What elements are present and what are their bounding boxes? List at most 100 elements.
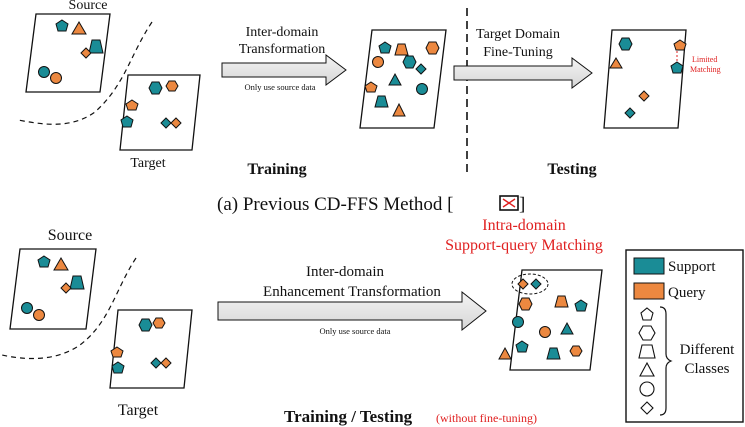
arrow1-line2: Transformation bbox=[239, 42, 326, 57]
circle-icon bbox=[416, 83, 428, 95]
inter-domain-arrow-top bbox=[221, 54, 347, 86]
matching-line1: Intra-domain bbox=[482, 217, 566, 234]
trapezoid-icon bbox=[546, 347, 561, 360]
hexagon-icon bbox=[638, 325, 656, 341]
circle-icon bbox=[539, 326, 551, 338]
diamond-icon bbox=[60, 282, 72, 294]
diamond-icon bbox=[160, 357, 172, 369]
diamond-icon bbox=[170, 117, 182, 129]
pentagon-icon bbox=[110, 346, 124, 358]
trapezoid-icon bbox=[88, 39, 104, 54]
arrow2-line1: Target Domain bbox=[476, 27, 560, 42]
pentagon-icon bbox=[364, 81, 378, 93]
fine-tuning-arrow bbox=[453, 57, 593, 89]
top-target-label: Target bbox=[130, 156, 165, 171]
hexagon-icon bbox=[569, 345, 583, 357]
matching-line2: Support-query Matching bbox=[445, 237, 603, 254]
diamond-icon bbox=[415, 63, 427, 75]
enhancement-note: Only use source data bbox=[319, 326, 390, 336]
training-label: Training bbox=[247, 161, 306, 178]
diamond-icon bbox=[517, 278, 529, 290]
bottom-title: Training / Testing bbox=[284, 407, 413, 426]
arrow2-line2: Fine-Tuning bbox=[483, 45, 553, 60]
bottom-target-label: Target bbox=[118, 402, 159, 419]
bottom-target-panel bbox=[109, 309, 193, 389]
bottom-result-panel bbox=[509, 269, 603, 371]
circle-icon bbox=[639, 381, 655, 397]
circle-icon bbox=[372, 56, 384, 68]
pentagon-icon bbox=[125, 99, 139, 111]
triangle-icon bbox=[498, 346, 512, 360]
trapezoid-icon bbox=[374, 95, 389, 108]
circle-icon bbox=[38, 66, 50, 78]
domain-divider-bottom bbox=[1, 257, 137, 360]
diamond-icon bbox=[530, 278, 542, 290]
matching-highlight bbox=[511, 273, 549, 295]
citation-mark bbox=[502, 198, 516, 208]
circle-icon bbox=[50, 72, 62, 84]
bottom-result-shapes bbox=[498, 278, 588, 360]
triangle-icon bbox=[53, 257, 69, 271]
hexagon-icon bbox=[152, 317, 166, 329]
enhancement-line1: Inter-domain bbox=[306, 264, 385, 280]
pentagon-icon bbox=[574, 299, 588, 312]
support-swatch bbox=[633, 257, 665, 275]
pentagon-icon bbox=[37, 255, 51, 268]
bottom-source-label: Source bbox=[48, 227, 92, 244]
triangle-icon bbox=[71, 21, 87, 35]
legend-shapes bbox=[638, 307, 656, 415]
arrow1-note: Only use source data bbox=[244, 82, 315, 92]
svg-text:]: ] bbox=[519, 194, 525, 215]
diamond-icon bbox=[80, 47, 92, 59]
testing-label: Testing bbox=[547, 161, 596, 178]
diamond-icon bbox=[638, 90, 650, 102]
legend-different-line2: Classes bbox=[685, 361, 730, 377]
pentagon-icon bbox=[515, 340, 529, 353]
triangle-icon bbox=[639, 361, 655, 377]
hexagon-icon bbox=[425, 41, 440, 55]
trapezoid-icon bbox=[554, 295, 569, 308]
triangle-icon bbox=[388, 72, 402, 86]
caption-a: (a) Previous CD-FFS Method [ bbox=[217, 194, 453, 215]
top-transformed-shapes bbox=[364, 41, 440, 117]
hexagon-icon bbox=[618, 37, 633, 51]
trapezoid-icon bbox=[69, 275, 85, 290]
circle-icon bbox=[512, 316, 524, 328]
top-target-shapes bbox=[120, 80, 182, 129]
domain-divider-top bbox=[17, 21, 153, 125]
pentagon-icon bbox=[670, 61, 684, 74]
pentagon-icon bbox=[640, 307, 654, 321]
bottom-target-shapes bbox=[110, 317, 172, 374]
pentagon-icon bbox=[55, 19, 69, 32]
limited-line1: Limited bbox=[692, 55, 717, 64]
diamond-icon bbox=[640, 401, 654, 415]
query-swatch bbox=[633, 282, 665, 300]
hexagon-icon bbox=[148, 81, 163, 95]
pentagon-icon bbox=[378, 41, 392, 54]
trapezoid-icon bbox=[394, 43, 409, 56]
bottom-title-note: (without fine-tuning) bbox=[436, 411, 537, 425]
triangle-icon bbox=[609, 57, 623, 69]
top-source-label: Source bbox=[69, 0, 108, 13]
legend-support-label: Support bbox=[668, 259, 716, 275]
enhancement-arrow bbox=[217, 290, 487, 332]
triangle-icon bbox=[560, 321, 574, 335]
diamond-icon bbox=[624, 107, 636, 119]
enhancement-line2: Enhancement Transformation bbox=[263, 284, 441, 300]
arrow1-line1: Inter-domain bbox=[246, 25, 319, 40]
top-testing-shapes bbox=[609, 37, 687, 119]
hexagon-icon bbox=[518, 297, 533, 311]
diamond-icon bbox=[150, 357, 162, 369]
triangle-icon bbox=[392, 102, 406, 117]
hexagon-icon bbox=[165, 80, 179, 92]
legend-query-label: Query bbox=[668, 285, 706, 301]
hexagon-icon bbox=[138, 318, 153, 332]
legend-brace bbox=[659, 306, 673, 416]
pentagon-icon bbox=[111, 361, 125, 374]
circle-icon bbox=[33, 309, 45, 321]
hexagon-icon bbox=[402, 55, 417, 69]
top-source-shapes bbox=[38, 19, 104, 84]
bottom-source-shapes bbox=[21, 255, 85, 321]
trapezoid-icon bbox=[638, 344, 656, 359]
